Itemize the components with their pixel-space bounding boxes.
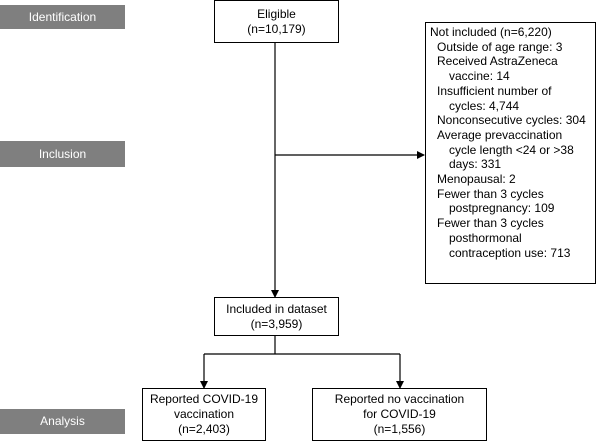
unvaccinated-line1: Reported no vaccination	[334, 392, 465, 406]
unvaccinated-box: Reported no vaccination for COVID-19 (n=…	[312, 388, 487, 441]
exclusion-reason-text: Insufficient number of	[437, 83, 552, 98]
unvaccinated-count: (n=1,556)	[373, 422, 426, 436]
exclusion-reason-continuation: days: 331	[449, 157, 502, 172]
included-title: Included in dataset	[226, 301, 327, 316]
exclusion-reason-continuation: contraception use: 713	[449, 245, 571, 260]
not-included-title: Not included (n=6,220)	[430, 25, 552, 39]
vaccinated-box: Reported COVID-19 vaccination (n=2,403)	[142, 388, 266, 441]
exclusion-reason: Menopausal: 2	[430, 172, 591, 187]
stage-identification: Identification	[0, 5, 125, 29]
vaccinated-line1: Reported COVID-19	[149, 392, 259, 406]
exclusion-reason-text: Received AstraZeneca	[437, 54, 558, 69]
exclusion-reason-continuation: cycles: 4,744	[449, 98, 520, 113]
exclusion-reason-text: Menopausal: 2	[437, 172, 516, 187]
vaccinated-line2: vaccination	[173, 407, 235, 421]
exclusion-reason: Outside of age range: 3	[430, 40, 591, 55]
not-included-box: Not included (n=6,220) Outside of age ra…	[425, 22, 596, 284]
exclusion-reason-continuation: postpregnancy: 109	[449, 201, 555, 216]
eligible-box: Eligible (n=10,179)	[214, 0, 339, 43]
included-count: (n=3,959)	[250, 316, 303, 331]
exclusion-reason-text: Average prevaccination	[437, 127, 563, 142]
eligible-count: (n=10,179)	[247, 21, 306, 36]
eligible-title: Eligible	[257, 6, 296, 21]
stage-analysis: Analysis	[0, 409, 125, 434]
exclusion-reason-continuation: vaccine: 14	[449, 69, 510, 84]
exclusion-reason-continuation: cycle length <24 or >38	[449, 142, 574, 157]
exclusion-reason-text: Fewer than 3 cycles	[437, 216, 544, 231]
exclusion-reason-text: Outside of age range: 3	[437, 39, 563, 54]
included-box: Included in dataset (n=3,959)	[214, 297, 339, 336]
exclusion-reason-text: Nonconsecutive cycles: 304	[437, 113, 586, 128]
vaccinated-count: (n=2,403)	[178, 422, 230, 436]
unvaccinated-line2: for COVID-19	[363, 407, 436, 421]
exclusion-reason-continuation: posthormonal	[449, 230, 522, 245]
exclusion-reason: Nonconsecutive cycles: 304	[430, 113, 591, 128]
stage-inclusion: Inclusion	[0, 141, 125, 167]
exclusion-reason-text: Fewer than 3 cycles	[437, 186, 544, 201]
